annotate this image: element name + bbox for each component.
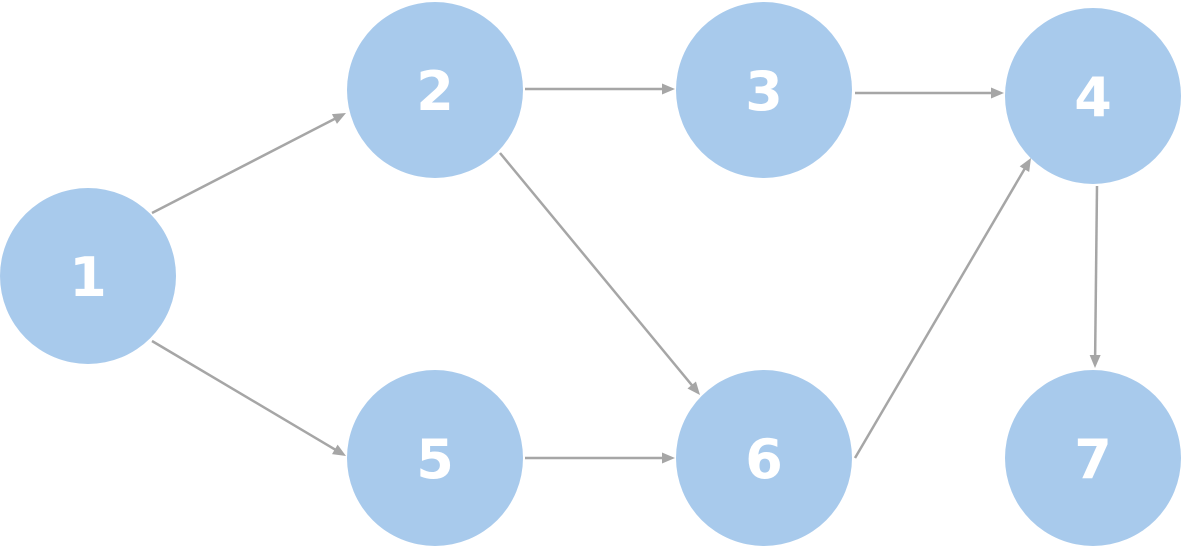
node-circle [347,370,523,546]
node-label: 7 [1074,428,1112,491]
arrowhead-icon [662,452,675,464]
arrowhead-icon [1019,158,1031,172]
node-circle [676,370,852,546]
node-3: 3 [676,2,852,178]
edge-2-to-3 [525,83,675,95]
edge-line [853,165,1028,459]
arrowhead-icon [662,83,675,95]
edge-6-to-4 [853,158,1031,459]
edge-line [151,116,338,215]
node-circle [1005,8,1181,184]
edge-line [499,152,695,389]
node-6: 6 [676,370,852,546]
node-2: 2 [347,2,523,178]
edge-1-to-2 [151,113,346,215]
edge-2-to-6 [499,152,700,395]
node-4: 4 [1005,8,1181,184]
node-1: 1 [0,188,176,364]
arrowhead-icon [991,87,1004,99]
edge-4-to-7 [1089,185,1101,368]
edge-5-to-6 [525,452,675,464]
edge-1-to-5 [151,339,346,456]
edges-layer [151,83,1101,464]
arrowhead-icon [332,444,346,456]
arrowhead-icon [1089,354,1101,368]
arrowhead-icon [331,113,346,124]
arrowhead-icon [687,381,700,395]
node-7: 7 [1005,370,1181,546]
node-5: 5 [347,370,523,546]
edge-line [151,339,339,452]
node-circle [0,188,176,364]
node-label: 4 [1074,66,1112,129]
node-circle [347,2,523,178]
node-label: 3 [745,60,783,123]
edge-3-to-4 [855,87,1004,99]
node-label: 1 [69,246,107,309]
node-circle [1005,370,1181,546]
node-label: 2 [416,60,454,123]
node-circle [676,2,852,178]
node-label: 5 [416,428,454,491]
node-label: 6 [745,428,783,491]
edge-line [1093,185,1099,359]
